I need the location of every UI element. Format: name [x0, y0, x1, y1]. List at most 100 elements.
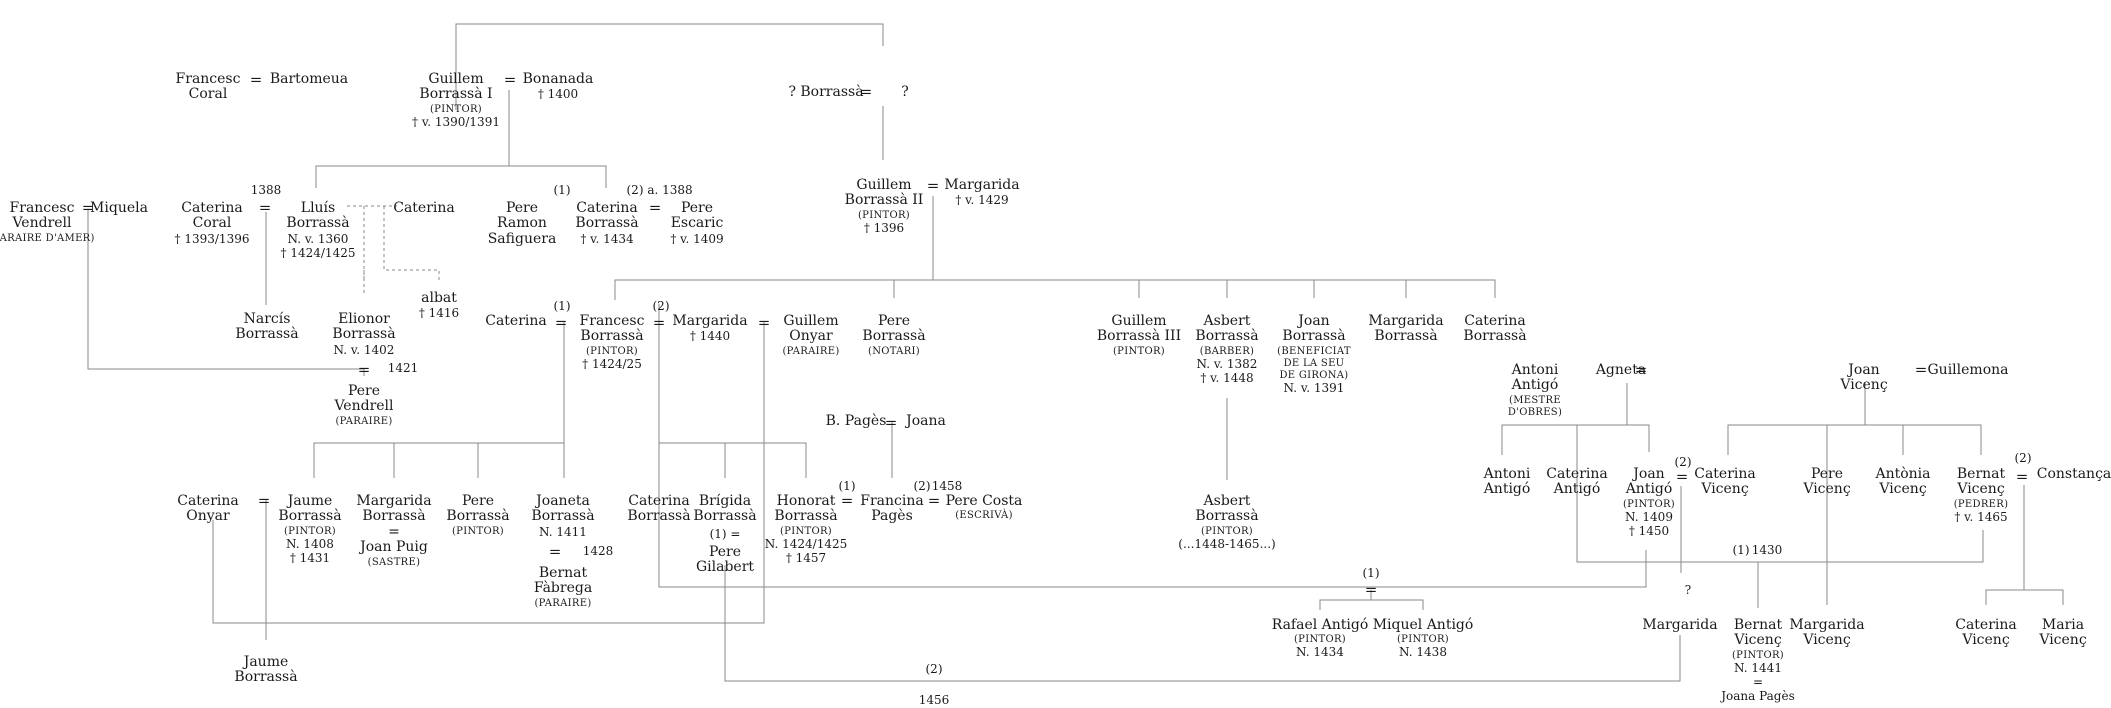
person-dates: Joana Pagès [1721, 689, 1795, 704]
person-name: ? [901, 84, 909, 100]
connector-line [1727, 382, 1866, 455]
marriage-sign: = [1914, 360, 1928, 379]
person-name: Gilabert [695, 559, 755, 576]
connector-line [724, 565, 1681, 682]
label-m2: (2) [913, 479, 931, 493]
person-role: (PINTOR) [283, 525, 337, 537]
person-name: Joan [1298, 313, 1330, 329]
person-role: (PINTOR) [1293, 634, 1347, 646]
person-miquela: Miquela [90, 200, 148, 216]
label-m1: (1) [553, 183, 571, 197]
person-role: (PINTOR) [451, 525, 505, 537]
connector-line [2024, 589, 2064, 605]
person-name: Miquela [90, 200, 148, 216]
marriage-sign: = [652, 313, 666, 332]
marriage-sign: = [757, 313, 771, 332]
person-dates: N. 1438 [1399, 645, 1447, 660]
person-role: DE GIRONA) [1279, 369, 1349, 381]
label-y1388: 1388 [250, 183, 282, 197]
person-dates: N. v. 1402 [333, 342, 395, 357]
marriage-sign: = [548, 542, 562, 561]
person-dates: † 1424/1425 [280, 245, 356, 260]
person-role: (PARAIRE D'AMER) [0, 232, 95, 244]
person-role: (ESCRIVÀ) [955, 510, 1013, 522]
person-role: (PINTOR) [1731, 649, 1785, 661]
person-dates: † 1431 [289, 550, 331, 565]
person-miquel: Miquel Antigó(PINTOR)N. 1438 [1373, 617, 1474, 660]
label-a1388: a. 1388 [647, 183, 693, 197]
person-name: Vicenç [1957, 481, 2005, 498]
marriage-sign: = [257, 491, 271, 510]
person-name: ? Borrassà [788, 84, 864, 100]
person-name: Constança [2036, 466, 2111, 482]
person-name: Brígida [698, 493, 752, 509]
person-agneta: Agneta [1595, 362, 1647, 378]
person-name: Francesc [175, 71, 241, 87]
person-name: Borrassà [362, 508, 426, 525]
person-name: Caterina [485, 313, 547, 329]
person-name: Safiguera [487, 230, 557, 247]
person-name: Antònia [1875, 466, 1931, 482]
person-name: Bernat [1956, 466, 2006, 482]
marriage-sign: = [648, 198, 662, 217]
person-name: Borrassà [1195, 328, 1259, 345]
marriage-sign: = [554, 313, 568, 332]
person-name: Joan [1633, 466, 1665, 482]
connector-line [658, 304, 1647, 588]
person-dates: (...1448-1465...) [1178, 536, 1276, 551]
marriage-sign: = [840, 491, 854, 510]
person-name: Pere Costa [945, 493, 1023, 509]
person-name: Pere [680, 200, 714, 216]
person-role: (BENEFICIAT [1277, 345, 1351, 357]
person-name: Borrassà [332, 326, 396, 343]
person-role: (NOTARI) [868, 345, 920, 357]
label-m1: (1) [1362, 566, 1380, 580]
label-y1428: 1428 [582, 544, 614, 558]
connector-line [1501, 383, 1628, 455]
marriage-sign: = [1634, 360, 1648, 379]
person-name: Pere [877, 313, 911, 329]
connector-line [1627, 424, 1650, 452]
connector-line [933, 279, 1496, 298]
person-name: Vicenç [1734, 632, 1782, 649]
person-dates: † v. 1409 [670, 231, 724, 246]
connector-line [1371, 599, 1424, 610]
person-name: Pere [708, 544, 742, 560]
person-name: Coral [188, 86, 228, 103]
person-name: Caterina [1464, 313, 1526, 329]
person-name: Borrassà [580, 328, 644, 345]
connector-line [1319, 590, 1372, 610]
person-constanca: Constança [2036, 466, 2111, 482]
person-dates: N. v. 1391 [1283, 380, 1345, 395]
person-albat: albat† 1416 [419, 290, 459, 321]
person-dates: † 1400 [537, 87, 579, 102]
person-name: Pere [505, 200, 539, 216]
person-dates: N. 1434 [1296, 645, 1344, 660]
person-name: Guillem [1111, 313, 1167, 329]
person-name: albat [421, 290, 457, 306]
person-q-borrassa: ? Borrassà [788, 84, 864, 100]
person-name: Antigó [1553, 481, 1601, 498]
person-name: Agneta [1595, 362, 1647, 378]
person-name: Ramon [497, 215, 547, 232]
person-name: Borrassà [1374, 328, 1438, 345]
marriage-sign: = [927, 491, 941, 510]
person-role: (SASTRE) [367, 556, 421, 568]
person-name: Francesc [579, 313, 645, 329]
person-name: Fàbrega [533, 580, 593, 597]
person-name: Antigó [1511, 377, 1559, 394]
